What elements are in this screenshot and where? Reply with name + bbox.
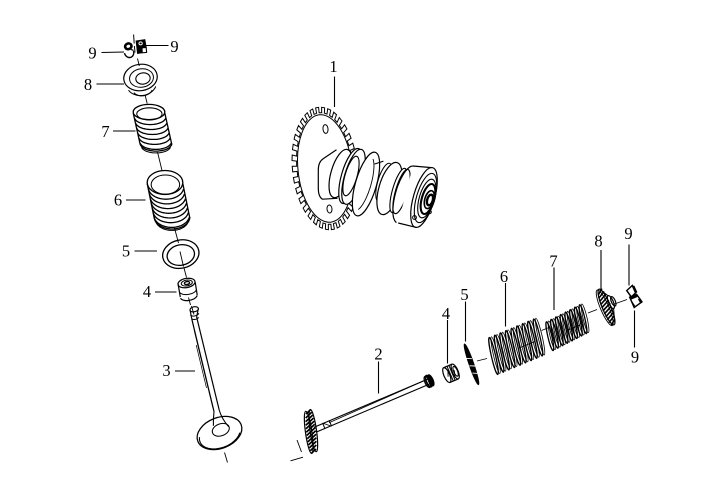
svg-text:7: 7 — [549, 251, 557, 270]
svg-text:8: 8 — [84, 75, 92, 94]
svg-text:7: 7 — [101, 122, 109, 141]
svg-text:6: 6 — [114, 190, 122, 209]
svg-text:9: 9 — [88, 43, 96, 62]
svg-text:8: 8 — [594, 231, 602, 250]
svg-text:9: 9 — [170, 37, 178, 56]
svg-text:4: 4 — [442, 304, 450, 323]
svg-text:1: 1 — [329, 57, 337, 76]
svg-text:9: 9 — [624, 224, 632, 243]
svg-text:5: 5 — [122, 241, 130, 260]
svg-text:9: 9 — [631, 347, 639, 366]
svg-text:6: 6 — [500, 267, 508, 286]
svg-text:5: 5 — [460, 285, 468, 304]
svg-text:4: 4 — [143, 282, 151, 301]
svg-text:3: 3 — [162, 361, 170, 380]
svg-text:2: 2 — [374, 344, 382, 363]
